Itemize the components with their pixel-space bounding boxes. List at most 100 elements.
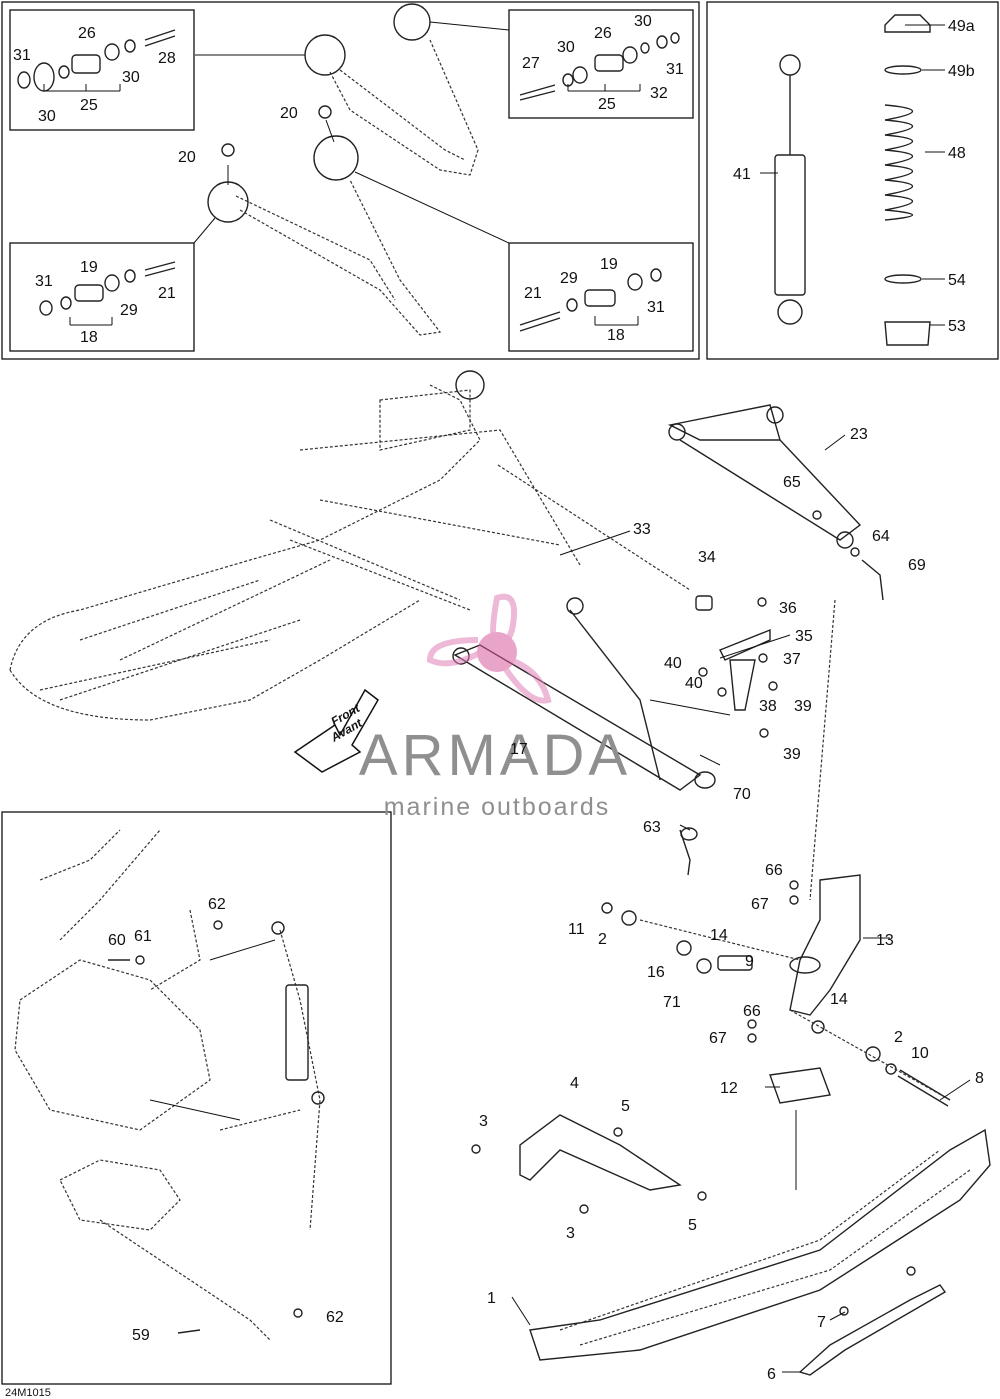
label-59: 59 bbox=[132, 1327, 150, 1344]
shock-absorber-drawing bbox=[774, 14, 931, 346]
label-25: 25 bbox=[80, 97, 98, 114]
label-4: 4 bbox=[570, 1075, 579, 1092]
label-66: 66 bbox=[765, 862, 783, 879]
watermark-brand: ARMADA bbox=[359, 723, 631, 788]
label-53: 53 bbox=[948, 318, 966, 335]
label-31: 31 bbox=[666, 61, 684, 78]
bushing-stack-3 bbox=[39, 261, 176, 316]
label-61: 61 bbox=[134, 928, 152, 945]
label-62: 62 bbox=[326, 1309, 344, 1326]
label-2: 2 bbox=[894, 1029, 903, 1046]
label-31: 31 bbox=[35, 273, 53, 290]
bushing-detail-box-1 bbox=[9, 9, 195, 131]
label-70: 70 bbox=[733, 786, 751, 803]
drawing-code: 24M1015 bbox=[5, 1387, 51, 1399]
label-21: 21 bbox=[524, 285, 542, 302]
label-66: 66 bbox=[743, 1003, 761, 1020]
label-29: 29 bbox=[560, 270, 578, 287]
label-25: 25 bbox=[598, 96, 616, 113]
label-34: 34 bbox=[698, 549, 716, 566]
armada-watermark: ARMADA marine outboards bbox=[359, 593, 631, 821]
label-62: 62 bbox=[208, 896, 226, 913]
shock-detail-frame bbox=[706, 1, 999, 360]
label-26: 26 bbox=[78, 25, 96, 42]
propeller-logo bbox=[426, 593, 552, 704]
label-8: 8 bbox=[975, 1070, 984, 1087]
front-direction-arrow: Front Avant bbox=[293, 688, 379, 773]
label-30: 30 bbox=[38, 108, 56, 125]
label-48: 48 bbox=[948, 145, 966, 162]
label-26: 26 bbox=[594, 25, 612, 42]
spindle-hardware bbox=[601, 880, 951, 1107]
label-65: 65 bbox=[783, 474, 801, 491]
label-35: 35 bbox=[795, 628, 813, 645]
lower-a-arm-17 bbox=[452, 597, 716, 876]
label-18: 18 bbox=[607, 327, 625, 344]
label-20: 20 bbox=[280, 105, 298, 122]
label-67: 67 bbox=[751, 896, 769, 913]
label-2: 2 bbox=[598, 931, 607, 948]
label-37: 37 bbox=[783, 651, 801, 668]
label-40: 40 bbox=[685, 675, 703, 692]
label-18: 18 bbox=[80, 329, 98, 346]
label-17: 17 bbox=[510, 741, 528, 758]
bushing-detail-box-2 bbox=[508, 9, 694, 119]
label-31: 31 bbox=[647, 299, 665, 316]
label-30: 30 bbox=[634, 13, 652, 30]
label-39: 39 bbox=[794, 698, 812, 715]
label-5: 5 bbox=[688, 1217, 697, 1234]
label-41: 41 bbox=[733, 166, 751, 183]
ski-spindle-13 bbox=[789, 599, 861, 1016]
label-3: 3 bbox=[566, 1225, 575, 1242]
label-20: 20 bbox=[178, 149, 196, 166]
label-1: 1 bbox=[487, 1290, 496, 1307]
label-12: 12 bbox=[720, 1080, 738, 1097]
watermark-tagline: marine outboards bbox=[384, 793, 611, 821]
label-29: 29 bbox=[120, 302, 138, 319]
label-28: 28 bbox=[158, 50, 176, 67]
callout-leaders bbox=[43, 24, 971, 1373]
label-13: 13 bbox=[876, 932, 894, 949]
label-49b: 49b bbox=[948, 63, 975, 80]
label-49a: 49a bbox=[948, 18, 975, 35]
bushing-stack-4 bbox=[519, 268, 662, 332]
label-5: 5 bbox=[621, 1098, 630, 1115]
label-67: 67 bbox=[709, 1030, 727, 1047]
label-23: 23 bbox=[850, 426, 868, 443]
label-36: 36 bbox=[779, 600, 797, 617]
label-30: 30 bbox=[557, 39, 575, 56]
upper-a-arm-detail-frame bbox=[1, 1, 700, 360]
label-32: 32 bbox=[650, 85, 668, 102]
upper-a-arm-23 bbox=[667, 404, 884, 601]
callout-labels: 31 26 28 30 30 25 30 26 30 27 31 32 25 2… bbox=[13, 13, 984, 1383]
label-14: 14 bbox=[710, 927, 728, 944]
label-7: 7 bbox=[817, 1314, 826, 1331]
bushing-detail-box-3 bbox=[9, 242, 195, 352]
chassis-inset-drawing bbox=[14, 829, 325, 1341]
chassis-inset-frame bbox=[1, 811, 392, 1385]
label-64: 64 bbox=[872, 528, 890, 545]
label-31: 31 bbox=[13, 47, 31, 64]
label-27: 27 bbox=[522, 55, 540, 72]
label-21: 21 bbox=[158, 285, 176, 302]
a-arm-detail-drawing bbox=[193, 3, 510, 336]
label-33: 33 bbox=[633, 521, 651, 538]
label-14: 14 bbox=[830, 991, 848, 1008]
bushing-stack-1 bbox=[17, 29, 176, 92]
label-39: 39 bbox=[783, 746, 801, 763]
label-63: 63 bbox=[643, 819, 661, 836]
label-16: 16 bbox=[647, 964, 665, 981]
label-19: 19 bbox=[80, 259, 98, 276]
label-54: 54 bbox=[948, 272, 966, 289]
label-30: 30 bbox=[122, 69, 140, 86]
label-71: 71 bbox=[663, 994, 681, 1011]
label-60: 60 bbox=[108, 932, 126, 949]
label-10: 10 bbox=[911, 1045, 929, 1062]
bushing-detail-box-4 bbox=[508, 242, 694, 352]
label-11: 11 bbox=[568, 921, 585, 938]
label-6: 6 bbox=[767, 1366, 776, 1383]
sled-chassis-drawing bbox=[9, 370, 691, 721]
label-38: 38 bbox=[759, 698, 777, 715]
label-3: 3 bbox=[479, 1113, 488, 1130]
